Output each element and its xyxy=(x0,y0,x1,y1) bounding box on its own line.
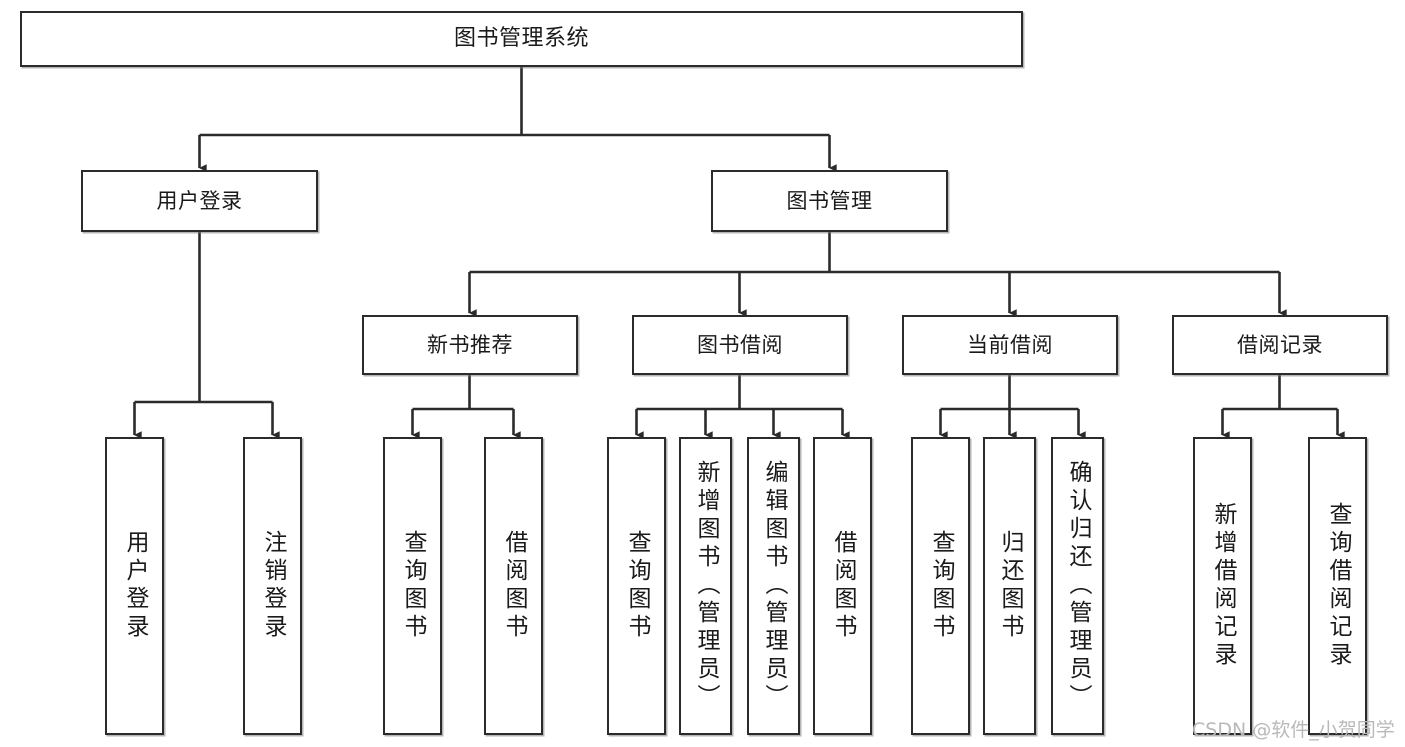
node-leaf-add-book-admin[interactable]: 新增图书（管理员） xyxy=(679,437,732,735)
node-book-management[interactable]: 图书管理 xyxy=(711,170,948,232)
node-label: 新增图书（管理员） xyxy=(693,460,719,712)
node-label: 新书推荐 xyxy=(427,332,513,357)
node-label: 新增借阅记录 xyxy=(1210,502,1236,670)
node-label: 编辑图书（管理员） xyxy=(761,460,787,712)
node-label: 当前借阅 xyxy=(967,332,1053,357)
node-label: 借阅图书 xyxy=(830,530,856,642)
node-leaf-add-borrow-record[interactable]: 新增借阅记录 xyxy=(1193,437,1252,735)
node-label: 用户登录 xyxy=(156,188,243,213)
node-label: 确认归还（管理员） xyxy=(1065,460,1091,712)
node-leaf-query-book-nb[interactable]: 查询图书 xyxy=(383,437,442,735)
node-current-borrow[interactable]: 当前借阅 xyxy=(902,315,1118,375)
node-leaf-borrow-book-bb[interactable]: 借阅图书 xyxy=(813,437,872,735)
node-label: 用户登录 xyxy=(122,530,148,642)
node-label: 图书管理 xyxy=(786,188,873,213)
node-leaf-query-book-cb[interactable]: 查询图书 xyxy=(911,437,970,735)
node-root-book-management-system[interactable]: 图书管理系统 xyxy=(20,11,1023,67)
node-leaf-logout[interactable]: 注销登录 xyxy=(243,437,302,735)
node-label: 归还图书 xyxy=(997,530,1023,642)
node-label: 借阅图书 xyxy=(501,530,527,642)
node-label: 查询借阅记录 xyxy=(1325,502,1351,670)
node-label: 查询图书 xyxy=(624,530,650,642)
node-label: 查询图书 xyxy=(928,530,954,642)
node-leaf-confirm-return-admin[interactable]: 确认归还（管理员） xyxy=(1051,437,1104,735)
node-leaf-user-login[interactable]: 用户登录 xyxy=(105,437,164,735)
node-label: 注销登录 xyxy=(260,530,286,642)
node-new-book-recommend[interactable]: 新书推荐 xyxy=(362,315,578,375)
node-label: 图书管理系统 xyxy=(453,26,589,52)
node-label: 图书借阅 xyxy=(697,332,783,357)
node-leaf-query-book-bb[interactable]: 查询图书 xyxy=(607,437,666,735)
csdn-watermark: CSDN @软件_小贺同学 xyxy=(1192,719,1395,741)
node-leaf-query-borrow-record[interactable]: 查询借阅记录 xyxy=(1308,437,1367,735)
node-leaf-borrow-book-nb[interactable]: 借阅图书 xyxy=(484,437,543,735)
node-borrow-record[interactable]: 借阅记录 xyxy=(1172,315,1388,375)
node-label: 查询图书 xyxy=(400,530,426,642)
node-leaf-return-book[interactable]: 归还图书 xyxy=(983,437,1036,735)
node-book-borrow[interactable]: 图书借阅 xyxy=(632,315,848,375)
node-user-login[interactable]: 用户登录 xyxy=(81,170,318,232)
node-label: 借阅记录 xyxy=(1237,332,1323,357)
node-leaf-edit-book-admin[interactable]: 编辑图书（管理员） xyxy=(747,437,800,735)
